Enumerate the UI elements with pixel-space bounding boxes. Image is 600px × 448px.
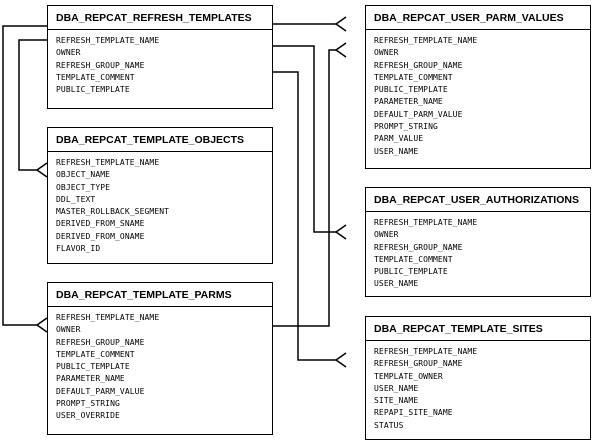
column: REFRESH_GROUP_NAME (374, 359, 463, 369)
column: PROMPT_STRING (374, 122, 438, 132)
crowfoot-template-parms (35, 317, 48, 333)
entity-user-authorizations: DBA_REPCAT_USER_AUTHORIZATIONS REFRESH_T… (365, 187, 591, 297)
entity-title: DBA_REPCAT_TEMPLATE_OBJECTS (56, 134, 245, 146)
column: REFRESH_GROUP_NAME (374, 60, 463, 70)
column: REFRESH_TEMPLATE_NAME (56, 313, 160, 322)
crowfoot-user-authorizations (334, 224, 347, 240)
column: SITE_NAME (374, 396, 419, 406)
column: DERIVED_FROM_ONAME (56, 231, 145, 241)
link-templates-to-objects (18, 39, 47, 171)
column: PUBLIC_TEMPLATE (374, 267, 448, 277)
column: DERIVED_FROM_SNAME (56, 219, 145, 229)
column: USER_NAME (374, 279, 419, 289)
column: OWNER (374, 48, 399, 58)
column: USER_NAME (374, 383, 419, 393)
column: PROMPT_STRING (56, 399, 120, 409)
entity-title: DBA_REPCAT_REFRESH_TEMPLATES (56, 12, 252, 24)
column: PARAMETER_NAME (56, 374, 125, 384)
column: USER_NAME (374, 146, 419, 156)
column: MASTER_ROLLBACK_SEGMENT (56, 207, 170, 217)
title-divider (366, 340, 590, 341)
entity-title: DBA_REPCAT_USER_PARM_VALUES (374, 12, 564, 24)
link-templates-to-user-authorizations (273, 45, 336, 233)
column: PARM_VALUE (374, 134, 424, 144)
column: PUBLIC_TEMPLATE (56, 85, 130, 95)
column: TEMPLATE_COMMENT (56, 72, 135, 82)
entity-refresh-templates: DBA_REPCAT_REFRESH_TEMPLATES REFRESH_TEM… (47, 5, 273, 109)
column-list: REFRESH_TEMPLATE_NAME OWNER REFRESH_GROU… (366, 212, 590, 291)
crowfoot-template-sites (334, 352, 347, 368)
column: PUBLIC_TEMPLATE (374, 85, 448, 95)
column: OWNER (56, 325, 81, 335)
crowfoot-template-objects (35, 162, 48, 178)
column-list: REFRESH_TEMPLATE_NAME REFRESH_GROUP_NAME… (366, 341, 590, 432)
column: OBJECT_NAME (56, 170, 111, 180)
title-divider (366, 29, 590, 30)
crowfoot-user-parm-values-top (334, 16, 347, 32)
column: TEMPLATE_COMMENT (374, 254, 453, 264)
column: OWNER (56, 48, 81, 58)
crowfoot-user-parm-values-side (334, 42, 347, 58)
entity-user-parm-values: DBA_REPCAT_USER_PARM_VALUES REFRESH_TEMP… (365, 5, 591, 169)
column: USER_OVERRIDE (56, 411, 120, 421)
column: REPAPI_SITE_NAME (374, 408, 453, 418)
title-divider (366, 211, 590, 212)
column: OBJECT_TYPE (56, 182, 111, 192)
link-templates-to-parms (2, 25, 47, 326)
column: PARAMETER_NAME (374, 97, 443, 107)
column-list: REFRESH_TEMPLATE_NAME OWNER REFRESH_GROU… (48, 307, 272, 423)
column: TEMPLATE_COMMENT (374, 72, 453, 82)
link-templates-to-template-sites (273, 71, 336, 361)
column-list: REFRESH_TEMPLATE_NAME OBJECT_NAME OBJECT… (48, 152, 272, 255)
column-list: REFRESH_TEMPLATE_NAME OWNER REFRESH_GROU… (366, 30, 590, 158)
column-list: REFRESH_TEMPLATE_NAME OWNER REFRESH_GROU… (48, 30, 272, 96)
link-parms-to-user-parm-values (273, 49, 336, 327)
column: REFRESH_TEMPLATE_NAME (56, 36, 160, 45)
entity-title: DBA_REPCAT_TEMPLATE_SITES (374, 323, 543, 335)
title-divider (48, 151, 272, 152)
entity-template-parms: DBA_REPCAT_TEMPLATE_PARMS REFRESH_TEMPLA… (47, 282, 273, 435)
column: REFRESH_TEMPLATE_NAME (374, 36, 478, 45)
column: REFRESH_GROUP_NAME (374, 242, 463, 252)
entity-title: DBA_REPCAT_TEMPLATE_PARMS (56, 289, 232, 301)
column: REFRESH_TEMPLATE_NAME (374, 218, 478, 227)
title-divider (48, 306, 272, 307)
column: PUBLIC_TEMPLATE (56, 362, 130, 372)
column: STATUS (374, 420, 404, 430)
column: OWNER (374, 230, 399, 240)
column: TEMPLATE_COMMENT (56, 349, 135, 359)
column: REFRESH_GROUP_NAME (56, 337, 145, 347)
entity-template-sites: DBA_REPCAT_TEMPLATE_SITES REFRESH_TEMPLA… (365, 316, 591, 440)
entity-template-objects: DBA_REPCAT_TEMPLATE_OBJECTS REFRESH_TEMP… (47, 127, 273, 264)
column: DEFAULT_PARM_VALUE (374, 109, 463, 119)
title-divider (48, 29, 272, 30)
column: FLAVOR_ID (56, 244, 101, 254)
entity-title: DBA_REPCAT_USER_AUTHORIZATIONS (374, 194, 579, 206)
column: REFRESH_TEMPLATE_NAME (374, 347, 478, 356)
column: DDL_TEXT (56, 194, 96, 204)
column: TEMPLATE_OWNER (374, 371, 443, 381)
column: REFRESH_TEMPLATE_NAME (56, 158, 160, 167)
column: REFRESH_GROUP_NAME (56, 60, 145, 70)
column: DEFAULT_PARM_VALUE (56, 386, 145, 396)
